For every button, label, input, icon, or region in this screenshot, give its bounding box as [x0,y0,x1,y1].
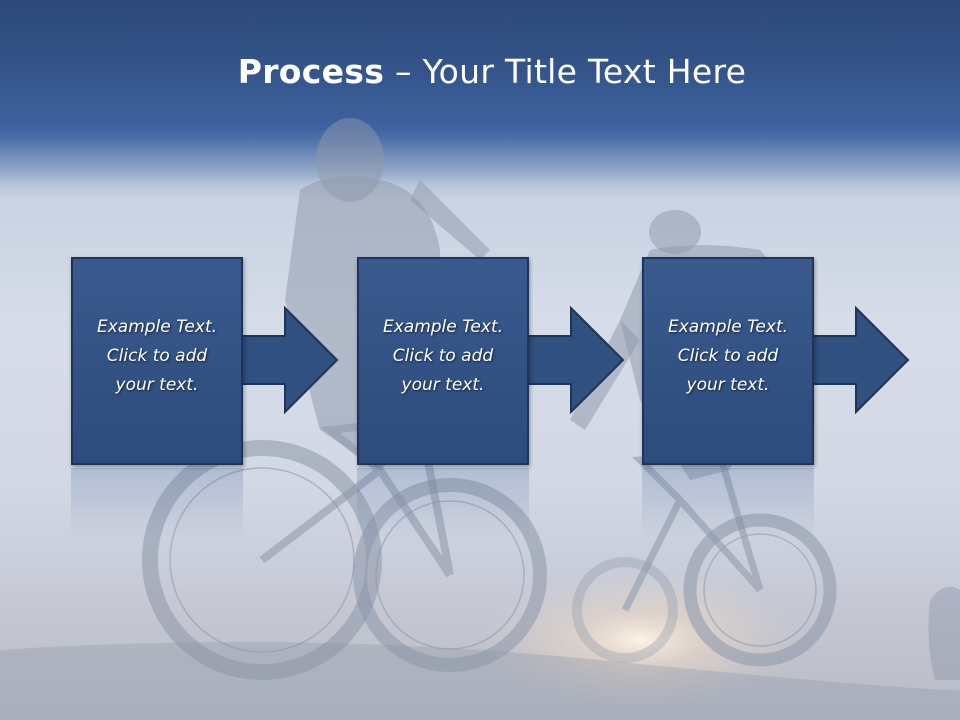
step-2-line-3: your text. [401,375,485,395]
step-3-line-3: your text. [686,375,770,395]
step-1-reflection [71,468,243,538]
step-2-line-1: Example Text. [382,317,504,337]
step-2-reflection [357,468,529,538]
step-1-arrow [240,306,339,415]
step-1-text: Example Text. Click to add your text. [73,313,241,400]
step-1-box[interactable]: Example Text. Click to add your text. [71,257,243,465]
title-regular-part: Your Title Text Here [422,52,747,91]
step-2-line-2: Click to add [392,346,494,366]
step-3-line-2: Click to add [677,346,779,366]
title-bold-part: Process [237,52,385,91]
header-fade [0,125,960,185]
step-2-box[interactable]: Example Text. Click to add your text. [357,257,529,465]
step-3-arrow [811,306,910,415]
header-band [0,0,960,130]
step-3-box[interactable]: Example Text. Click to add your text. [642,257,814,465]
step-3-line-1: Example Text. [667,317,789,337]
step-3-reflection [642,468,814,538]
step-1-line-1: Example Text. [96,317,218,337]
title-separator: – [384,52,423,91]
step-1-line-2: Click to add [106,346,208,366]
step-3-text: Example Text. Click to add your text. [644,313,812,400]
step-2-arrow [526,306,625,415]
step-1-line-3: your text. [115,375,199,395]
step-2-text: Example Text. Click to add your text. [359,313,527,400]
slide-title[interactable]: Process – Your Title Text Here [0,52,960,91]
